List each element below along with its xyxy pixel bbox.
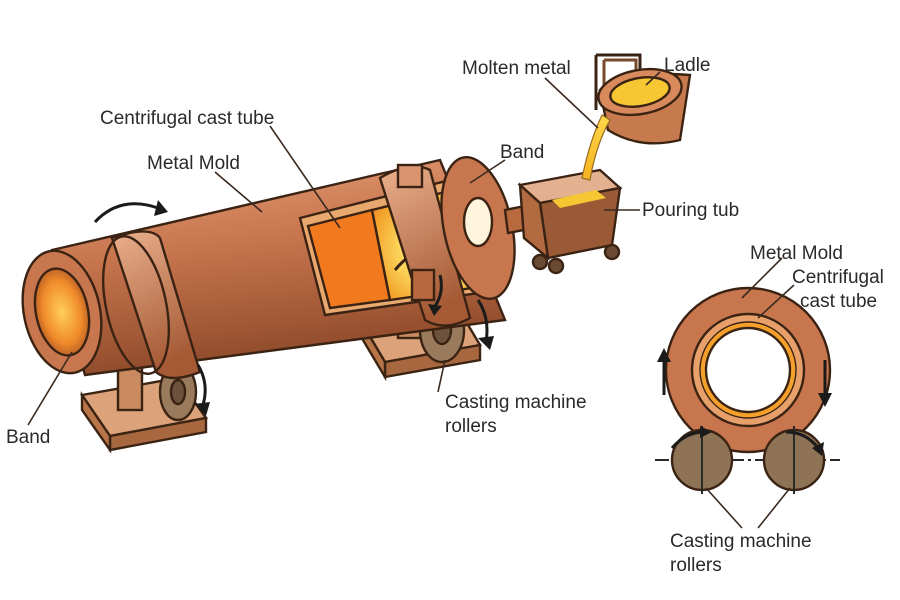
label-cross-tube-line1: Centrifugal [792,267,884,288]
leader-cross-tube [757,284,795,319]
label-centrifugal-cast-tube: Centrifugal cast tube [100,108,274,129]
label-cross-tube-line2: cast tube [800,291,877,312]
cross-section-view [655,286,840,494]
leader-metal-mold [214,171,263,213]
label-ladle: Ladle [664,55,711,76]
leader-band-left [27,351,73,426]
cross-arrow-right-down [818,360,832,407]
rotation-arrow-mid [428,274,443,316]
leader-casting-rollers [437,359,446,393]
leader-cross-roller-left [705,487,743,529]
metal-mold-tube [21,156,536,380]
rotation-arrow-left-roller [194,364,210,416]
leader-centrifugal-cast-tube [269,125,341,229]
left-roller-stand [79,360,209,454]
leader-ladle [645,71,661,86]
ladle [594,53,692,145]
label-cross-rollers-line2: rollers [670,555,722,576]
label-cross-rollers-line1: Casting machine [670,531,812,552]
label-band-left: Band [6,427,50,448]
label-casting-rollers-line2: rollers [445,416,497,437]
label-molten-metal: Molten metal [462,58,571,79]
rotation-arrow-top [93,200,168,224]
label-metal-mold: Metal Mold [147,153,240,174]
cross-arrow-left-up [657,348,671,395]
leader-cross-roller-right [757,487,791,529]
leader-cross-metal-mold [741,257,783,299]
molten-metal-stream [581,114,611,181]
label-casting-rollers-line1: Casting machine [445,392,587,413]
label-band-top: Band [500,142,544,163]
leader-molten-metal [544,77,599,129]
label-cross-metal-mold: Metal Mold [750,243,843,264]
leader-band-top [469,159,506,184]
label-pouring-tub: Pouring tub [642,200,739,221]
pouring-tub [517,168,623,275]
rotation-arrow-right-roller [476,299,494,350]
